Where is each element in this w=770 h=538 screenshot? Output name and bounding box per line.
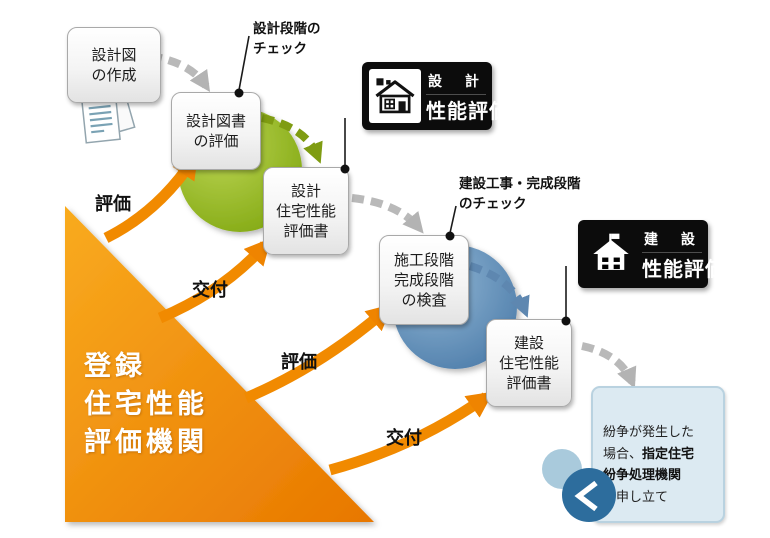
building-icon: [585, 227, 637, 281]
arrow-issuance-2: [328, 391, 494, 476]
org-triangle-label: 登録 住宅性能 評価機関: [84, 351, 208, 458]
house-icon: [369, 69, 421, 123]
annotation-design-stage-check: 設計段階の チェック: [253, 21, 321, 57]
arrow-evaluation-1: [103, 152, 199, 243]
badge-design-performance: 設 計 性能評価: [362, 62, 510, 130]
label-evaluation-1: 評価: [95, 194, 131, 215]
label-evaluation-2: 評価: [281, 352, 317, 373]
arrow-evaluation-to-design-report: [261, 114, 323, 164]
dispute-note-bold: 指定住宅 紛争処理機関: [603, 446, 695, 484]
box-design-performance-report: 設計 住宅性能 評価書: [263, 167, 349, 255]
box-construction-performance-report: 建設 住宅性能 評価書: [486, 319, 572, 407]
badge-design-category: 設 計: [426, 69, 486, 95]
label-issuance-1: 交付: [192, 280, 228, 301]
arrow-design-report-to-inspection: [351, 194, 424, 234]
dispute-note-text-1: 紛争が発生した 場合、: [603, 425, 695, 462]
badge-design-title: 性能評価: [426, 99, 510, 123]
arrow-inspection-to-construction-report: [468, 262, 530, 318]
badge-construction-performance: 建 設 性能評価: [578, 220, 726, 288]
box-design-document-evaluation: 設計図書 の評価: [171, 92, 261, 170]
dispute-note: 紛争が発生した 場合、指定住宅 紛争処理機関 に申し立て: [591, 386, 725, 524]
dispute-note-text-2: に申し立て: [603, 489, 669, 505]
box-design-drawing-creation: 設計図 の作成: [67, 27, 161, 103]
box-construction-completion-inspection: 施工段階 完成段階 の検査: [379, 235, 469, 325]
org-triangle-shape: [65, 206, 374, 522]
badge-construction-title: 性能評価: [642, 257, 726, 281]
annotation-construction-stage-check: 建設工事・完成段階 のチェック: [459, 176, 581, 212]
arrow-issuance-1: [157, 238, 272, 324]
badge-construction-category: 建 設: [642, 227, 702, 253]
label-issuance-2: 交付: [386, 428, 422, 449]
arrow-report-to-dispute-note: [581, 342, 637, 389]
arrow-evaluation-2: [243, 303, 393, 404]
